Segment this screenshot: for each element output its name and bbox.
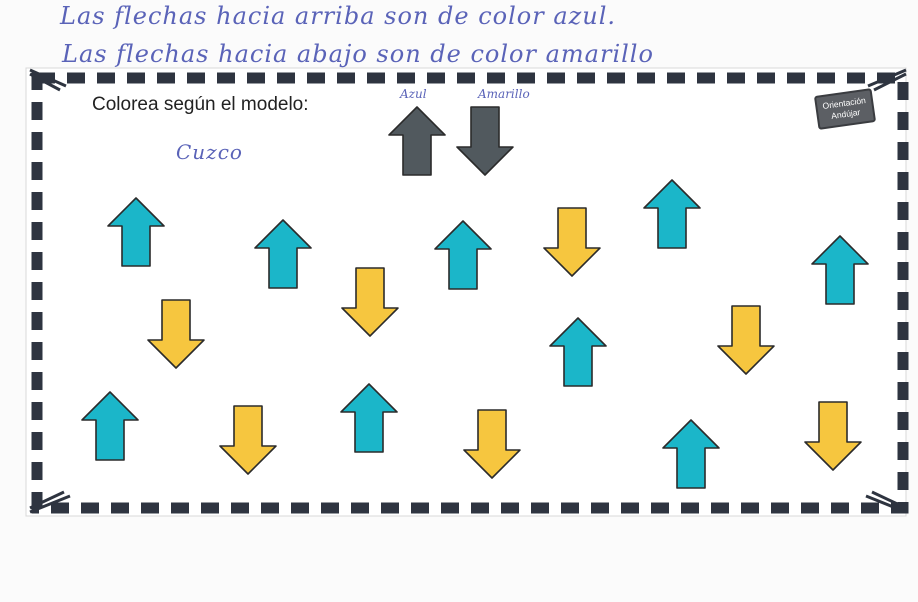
arrow-down-yellow <box>804 401 862 471</box>
arrow-down-yellow <box>717 305 775 375</box>
arrow-field <box>81 179 869 489</box>
arrow-up-blue <box>81 391 139 461</box>
model-down-arrow <box>456 106 514 176</box>
frame-corner-top-left <box>29 68 67 92</box>
dashed-frame <box>31 72 909 514</box>
arrow-up-blue <box>662 419 720 489</box>
instruction-text: Colorea según el modelo: <box>92 94 309 115</box>
arrow-up-blue <box>107 197 165 267</box>
arrow-up-blue <box>254 219 312 289</box>
arrow-up-blue <box>643 179 701 249</box>
worksheet-card <box>25 67 907 517</box>
arrow-up-blue <box>811 235 869 305</box>
model-down-label: Amarillo <box>478 87 530 101</box>
handwritten-name: Cuzco <box>176 140 243 164</box>
frame-corner-bottom-right <box>865 490 907 514</box>
frame-corner-top-right <box>867 68 907 92</box>
arrow-down-yellow <box>341 267 399 337</box>
model-arrows <box>388 106 514 176</box>
arrow-down-yellow <box>543 207 601 277</box>
model-up-label: Azul <box>400 87 427 101</box>
arrow-down-yellow <box>463 409 521 479</box>
model-up-arrow <box>388 106 446 176</box>
handwritten-sentence-down: Las flechas hacia abajo son de color ama… <box>62 40 654 68</box>
frame-corner-bottom-left <box>29 490 71 514</box>
arrow-down-yellow <box>219 405 277 475</box>
arrow-up-blue <box>434 220 492 290</box>
handwritten-sentence-up: Las flechas hacia arriba son de color az… <box>60 2 617 30</box>
arrow-down-yellow <box>147 299 205 369</box>
arrow-up-blue <box>549 317 607 387</box>
arrow-up-blue <box>340 383 398 453</box>
